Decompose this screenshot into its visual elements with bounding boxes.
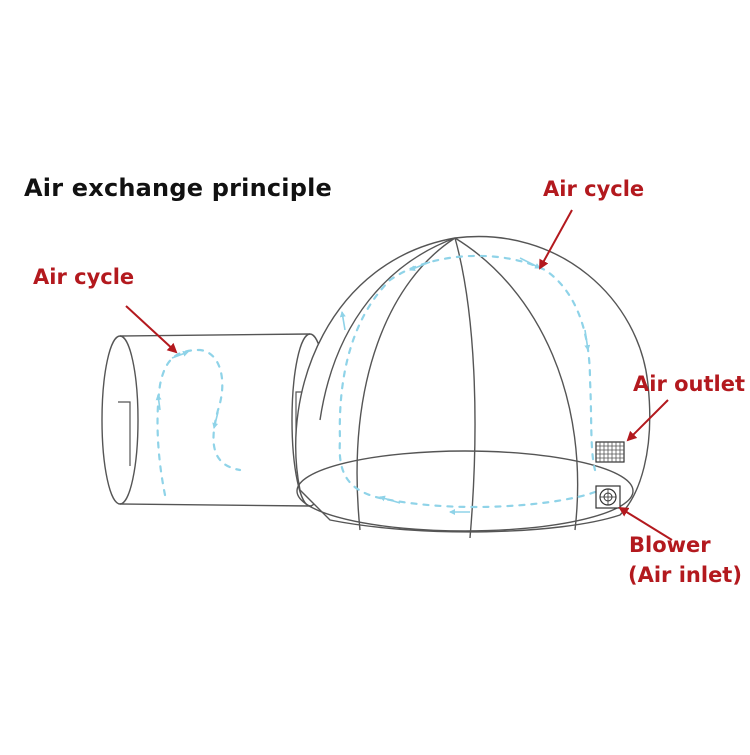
air-inlet-label: (Air inlet) <box>628 563 742 587</box>
tunnel-top-edge <box>120 334 310 336</box>
tunnel-left-ring <box>102 336 138 504</box>
tunnel-airflow-path <box>158 350 240 495</box>
air-outlet-grille <box>596 442 624 462</box>
arrow-air-cycle-left <box>126 306 176 352</box>
blower-label: Blower <box>629 533 711 557</box>
air-outlet-label: Air outlet <box>633 372 745 396</box>
tunnel-left-door <box>118 402 130 466</box>
blower-unit <box>596 486 620 508</box>
diagram-title: Air exchange principle <box>24 174 332 202</box>
air-cycle-left-label: Air cycle <box>33 265 134 289</box>
air-cycle-right-label: Air cycle <box>543 177 644 201</box>
tunnel-bottom-edge <box>120 504 310 506</box>
